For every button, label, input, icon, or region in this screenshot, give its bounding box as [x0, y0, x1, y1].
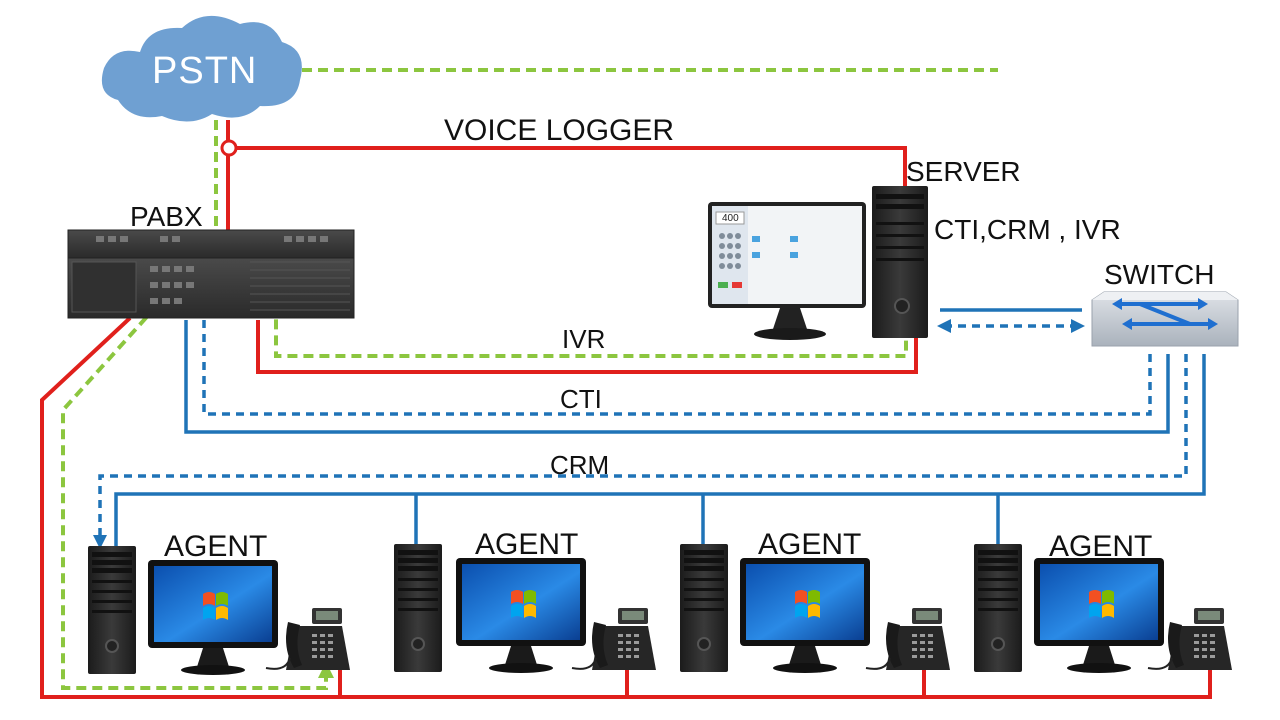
server-monitor-icon	[708, 202, 866, 340]
cti-line-label: CTI	[560, 384, 602, 414]
server-tower-icon	[872, 186, 928, 338]
agent-station-3	[679, 543, 951, 673]
switch-label: SWITCH	[1104, 259, 1215, 290]
monitor-icon	[148, 560, 278, 675]
ivr-line-label: IVR	[562, 324, 606, 354]
voice-logger-label: VOICE LOGGER	[444, 114, 675, 147]
crm-line-label: CRM	[550, 450, 610, 480]
monitor-icon	[456, 558, 586, 673]
agent-label-3: AGENT	[758, 528, 862, 561]
voice-lines	[40, 120, 1212, 699]
agent-station-2	[393, 543, 657, 673]
pabx-unit	[67, 229, 355, 319]
agent-label-1: AGENT	[164, 530, 268, 563]
data-lines	[114, 308, 1206, 548]
pstn-label: PSTN	[152, 50, 258, 92]
pabx-label: PABX	[130, 201, 203, 232]
agent-station-4	[973, 543, 1233, 673]
switch-icon	[1091, 291, 1239, 347]
desk-phone-icon	[265, 607, 351, 671]
agent-label-4: AGENT	[1049, 530, 1153, 563]
agent-tower-icon	[973, 543, 1023, 673]
pstn-cloud-icon	[101, 15, 302, 122]
agent-station-1	[87, 545, 351, 675]
agent-label-2: AGENT	[475, 528, 579, 561]
agent-tower-icon	[679, 543, 729, 673]
desk-phone-icon	[865, 607, 951, 671]
agent-tower-icon	[393, 543, 443, 673]
monitor-icon	[1034, 558, 1164, 673]
cti-crm-lines	[93, 319, 1188, 549]
voice-logger-tap-icon	[220, 139, 238, 157]
monitor-icon	[740, 558, 870, 673]
agent-tower-icon	[87, 545, 137, 675]
server-services-label: CTI,CRM , IVR	[934, 214, 1121, 245]
server-display-value: 400	[722, 213, 739, 224]
server-label: SERVER	[906, 156, 1021, 187]
